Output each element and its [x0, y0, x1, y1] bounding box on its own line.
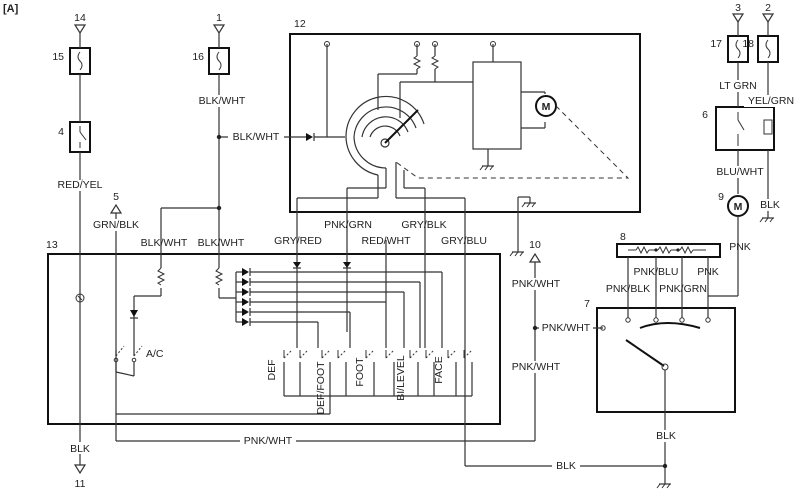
- wire-blu-wht: BLU/WHT: [716, 166, 764, 178]
- wire-pnk-b: PNK: [697, 266, 719, 278]
- mode-door-actuator-box: [596, 307, 736, 413]
- corner-label: [A]: [3, 3, 19, 15]
- fuse-16: 16: [192, 47, 230, 75]
- indicator-led-array: [235, 268, 442, 326]
- wire-red-wht: RED/WHT: [362, 235, 412, 247]
- relay-6-icon: [737, 112, 773, 146]
- wire-pnk-wht-b: PNK/WHT: [542, 322, 591, 334]
- wire-blk-left: BLK: [70, 443, 90, 455]
- wire-gry-blk: GRY/BLK: [401, 219, 446, 231]
- blower-resistor-icon: [628, 245, 706, 255]
- terminal-11: 11: [73, 464, 87, 490]
- wire-gry-blu: GRY/BLU: [441, 235, 487, 247]
- switch-face-label: FACE: [433, 356, 445, 383]
- diode-icon: [306, 133, 313, 141]
- resistor-left-icon: [156, 267, 166, 286]
- mode-switch-group: DEF DEF/FOOT FOOT BI/LEVEL FACE: [116, 272, 473, 415]
- potentiometer-sensor: [345, 95, 425, 176]
- switch-foot-label: FOOT: [354, 357, 366, 387]
- svg-text:17: 17: [710, 38, 722, 50]
- control-unit-box: [47, 253, 501, 425]
- fuse-inline-icon: [75, 293, 85, 303]
- actuator-box: [289, 33, 641, 213]
- svg-text:M: M: [542, 101, 551, 113]
- svg-text:2: 2: [765, 2, 771, 14]
- svg-text:16: 16: [192, 51, 204, 63]
- switch-ac: A/C: [113, 345, 164, 377]
- svg-text:M: M: [734, 201, 743, 213]
- component-7-label: 7: [584, 298, 590, 310]
- svg-text:11: 11: [75, 478, 86, 490]
- diode-pnk-grn: [343, 262, 351, 268]
- svg-text:4: 4: [58, 126, 64, 138]
- terminal-10: 10: [528, 239, 542, 263]
- wire-blk-right: BLK: [760, 199, 780, 211]
- wire-pnk-grn-b: PNK/GRN: [659, 283, 707, 295]
- relay-box: [715, 106, 775, 151]
- terminal-2: 2: [761, 2, 775, 24]
- wire-blk-bottom-mid: BLK: [556, 460, 576, 472]
- diode-gry-red: [293, 262, 301, 268]
- wire-blk-wht-l1: BLK/WHT: [141, 237, 188, 249]
- svg-text:3: 3: [735, 2, 741, 14]
- component-12-label: 12: [294, 18, 306, 30]
- wire-blk-wht-mid: BLK/WHT: [233, 131, 280, 143]
- motor-driver-box: [472, 61, 522, 150]
- terminal-14: 14: [73, 12, 87, 35]
- svg-text:1: 1: [216, 12, 222, 24]
- svg-text:15: 15: [52, 51, 64, 63]
- svg-text:10: 10: [529, 239, 541, 251]
- wire-blk-wht-top: BLK/WHT: [199, 95, 246, 107]
- wire-pnk-blu: PNK/BLU: [634, 266, 679, 278]
- resistor-right-icon: [214, 267, 224, 286]
- switch-def-foot-label: DEF/FOOT: [315, 361, 327, 415]
- svg-text:5: 5: [113, 191, 119, 203]
- svg-text:A/C: A/C: [146, 348, 164, 360]
- component-8-label: 8: [620, 231, 626, 243]
- component-9-label: 9: [718, 191, 724, 203]
- svg-text:18: 18: [742, 38, 754, 50]
- wire-pnk-wht-c: PNK/WHT: [512, 361, 561, 373]
- diode-ac-icon: [130, 310, 138, 317]
- wire-grn-blk: GRN/BLK: [93, 219, 139, 231]
- wire-blk-bottom-right: BLK: [656, 430, 676, 442]
- wire-yel-grn: YEL/GRN: [748, 95, 794, 107]
- switch-def-label: DEF: [266, 360, 278, 381]
- wire-gry-red: GRY/RED: [274, 235, 322, 247]
- wire-pnk-blk: PNK/BLK: [606, 283, 650, 295]
- component-6-label: 6: [702, 109, 708, 121]
- svg-text:14: 14: [74, 12, 86, 24]
- wire-blk-wht-l2: BLK/WHT: [198, 237, 245, 249]
- wire-pnk-grn: PNK/GRN: [324, 219, 372, 231]
- wire-lt-grn: LT GRN: [719, 80, 757, 92]
- fan-speed-selector-icon: [600, 317, 711, 412]
- wire-pnk: PNK: [729, 241, 751, 253]
- terminal-5: 5: [109, 191, 123, 214]
- component-13-label: 13: [46, 239, 58, 251]
- fuse-15: 15: [52, 47, 91, 75]
- terminal-3: 3: [731, 2, 745, 24]
- wire-pnk-wht-a: PNK/WHT: [512, 278, 561, 290]
- wire-pnk-wht-bottom: PNK/WHT: [244, 435, 293, 447]
- switch-4: 4: [58, 121, 91, 153]
- switch-bi-level-label: BI/LEVEL: [395, 355, 407, 401]
- wire-red-yel-label: RED/YEL: [58, 179, 103, 191]
- resistor-block: [616, 243, 721, 258]
- terminal-1: 1: [212, 12, 226, 35]
